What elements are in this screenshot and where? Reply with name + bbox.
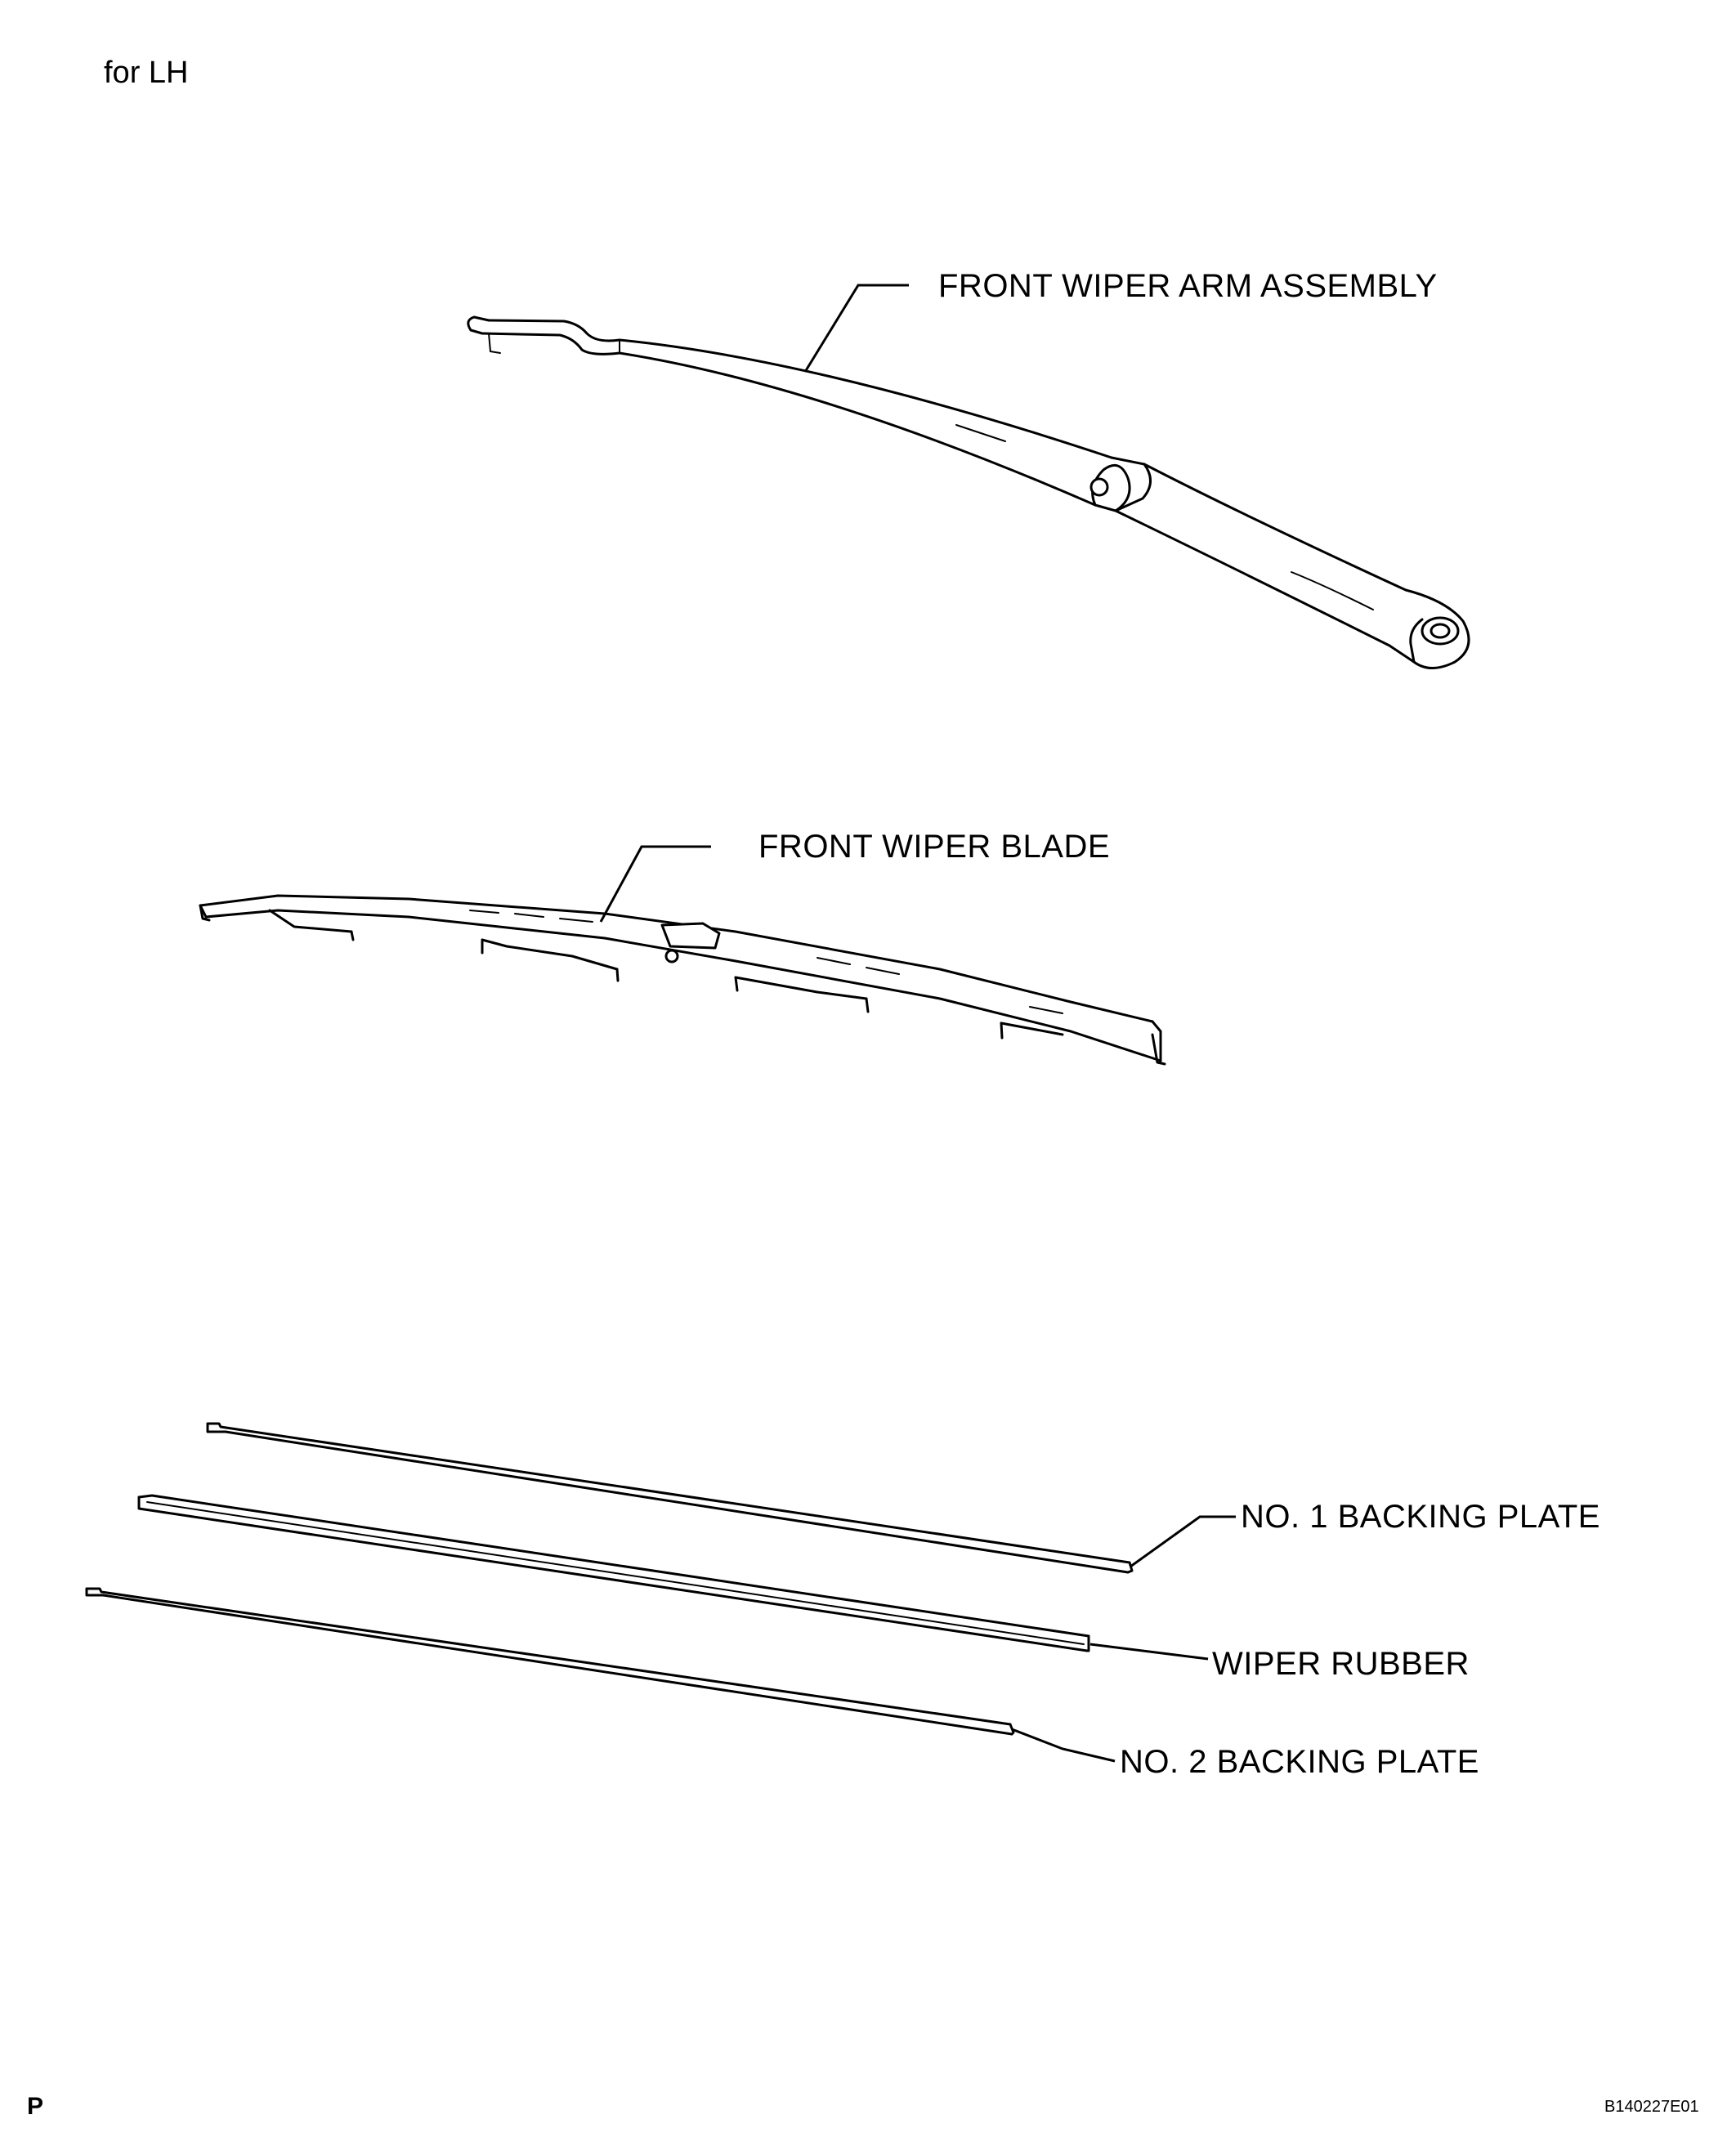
- wiper-blade-drawing: [199, 845, 1166, 1066]
- callout-front-wiper-blade: FRONT WIPER BLADE: [758, 829, 1111, 865]
- page-marker: P: [27, 2093, 44, 2120]
- figure-code: B140227E01: [1604, 2098, 1699, 2116]
- callout-wiper-rubber: WIPER RUBBER: [1212, 1646, 1470, 1682]
- wiper-rubber-drawing: [137, 1494, 1209, 1661]
- side-note: for LH: [104, 56, 189, 90]
- callout-front-wiper-arm-assembly: FRONT WIPER ARM ASSEMBLY: [938, 268, 1438, 304]
- backing-plate-1-drawing: [206, 1422, 1236, 1574]
- backing-plate-2-drawing: [85, 1587, 1116, 1763]
- callout-no2-backing-plate: NO. 2 BACKING PLATE: [1120, 1744, 1479, 1780]
- wiper-arm-drawing: [467, 284, 1470, 669]
- callout-no1-backing-plate: NO. 1 BACKING PLATE: [1241, 1499, 1600, 1535]
